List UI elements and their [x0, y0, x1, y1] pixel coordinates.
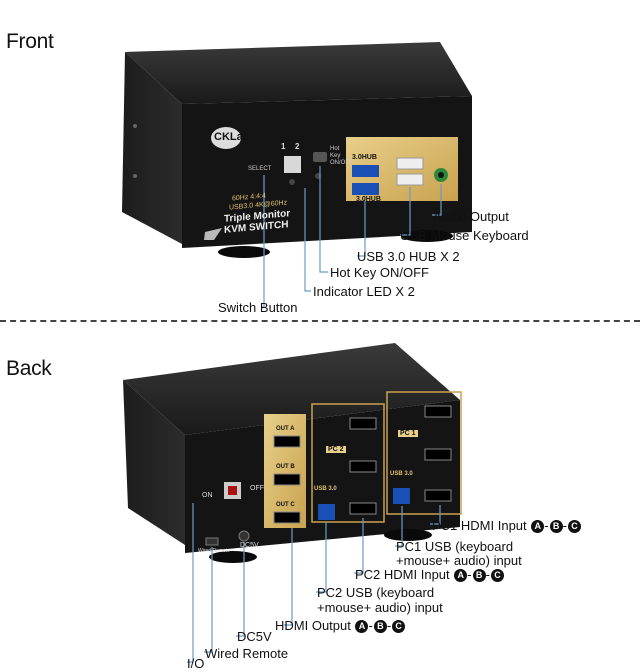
- badge-b: B: [472, 569, 486, 583]
- badge-c: C: [567, 520, 581, 534]
- out-c-text: OUT C: [276, 502, 295, 508]
- usb30-text-1: USB 3.0: [390, 471, 413, 477]
- hub-text-top: 3.0HUB: [352, 154, 377, 161]
- wired-remote-panel-text: Wired Remote: [198, 548, 230, 554]
- pc1-text: PC 1: [398, 430, 418, 437]
- label-switch-button: Switch Button: [218, 300, 298, 315]
- badge-b: B: [373, 620, 387, 634]
- label-usb-hub: USB 3.0 HUB X 2: [357, 249, 460, 264]
- badge-a: A: [355, 620, 369, 634]
- pc2-text: PC 2: [326, 446, 346, 453]
- label-indicator-led: Indicator LED X 2: [313, 284, 415, 299]
- off-text: OFF: [250, 485, 264, 492]
- label-pc2-usb-line1: PC2 USB (keyboard: [317, 585, 435, 600]
- label-hotkey: Hot Key ON/OFF: [330, 265, 429, 280]
- label-audio-output: Audio Output: [433, 209, 509, 224]
- brand-logo: CKLau: [214, 131, 250, 143]
- on-text: ON: [202, 492, 213, 499]
- port-num-1: 1: [281, 142, 286, 151]
- hub-text-bottom: 3.0HUB: [356, 196, 381, 203]
- label-pc1-usb-line2: +mouse+ audio) input: [396, 553, 522, 568]
- label-hdmi-output: HDMI Output A-B-C: [275, 618, 406, 634]
- out-b-text: OUT B: [276, 464, 295, 470]
- port-num-2: 2: [295, 142, 300, 151]
- badge-a: A: [531, 520, 545, 534]
- badge-c: C: [392, 620, 406, 634]
- front-device: [122, 42, 472, 258]
- label-pc1-hdmi-input: PC1 HDMI Input A-B-C: [432, 518, 581, 534]
- front-title: Front: [6, 30, 54, 53]
- label-pc2-hdmi-input: PC2 HDMI Input A-B-C: [355, 567, 504, 583]
- back-device: [123, 343, 462, 563]
- hotkey-panel-text: Hot Key ON/OFF: [330, 146, 353, 166]
- badge-b: B: [549, 520, 563, 534]
- label-usb-mouse-keyboard: USB Mouse Keyboard: [400, 228, 529, 243]
- select-text: SELECT: [248, 166, 272, 172]
- out-a-text: OUT A: [276, 426, 295, 432]
- usb30-text-2: USB 3.0: [314, 486, 337, 492]
- dc5v-panel-text: DC5V: [240, 542, 259, 549]
- badge-a: A: [454, 569, 468, 583]
- label-io: I/O: [187, 656, 205, 671]
- label-pc1-usb-line1: PC1 USB (keyboard: [396, 539, 514, 554]
- label-pc2-usb-line2: +mouse+ audio) input: [317, 600, 443, 615]
- label-dc5v: DC5V: [237, 629, 272, 644]
- badge-c: C: [490, 569, 504, 583]
- label-wired-remote: Wired Remote: [205, 646, 289, 661]
- section-divider: [0, 320, 640, 322]
- back-title: Back: [6, 357, 52, 380]
